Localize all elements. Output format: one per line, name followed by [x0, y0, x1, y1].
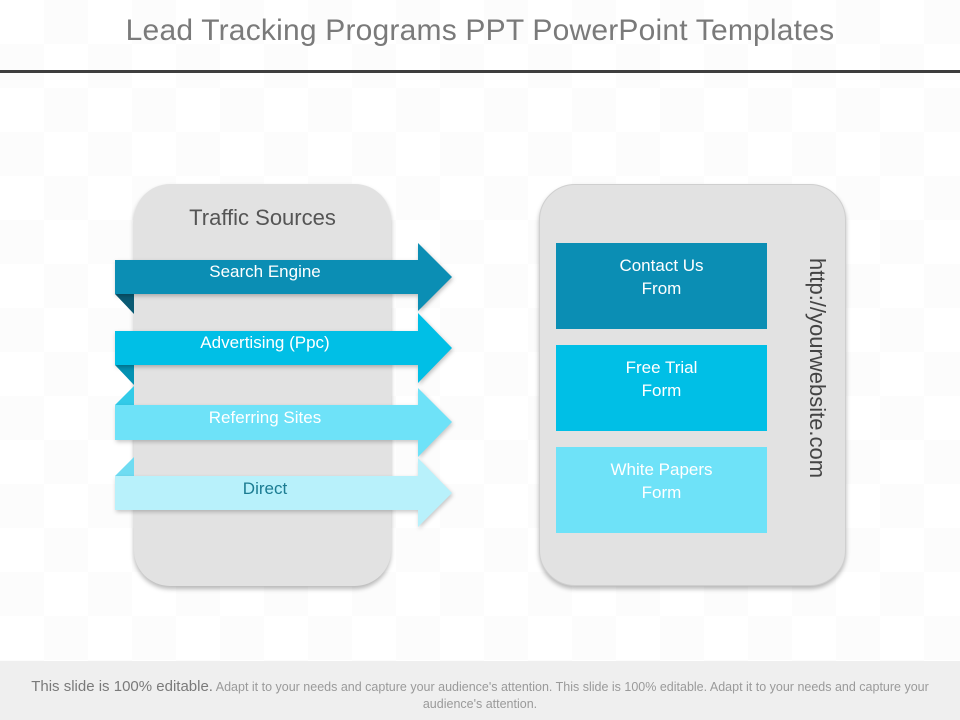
arrow-shape-icon	[115, 313, 452, 385]
form-label-line2: Form	[641, 483, 682, 502]
arrow-shape-icon	[115, 243, 452, 314]
traffic-sources-heading: Traffic Sources	[189, 205, 336, 230]
arrow-shape-icon	[115, 457, 452, 527]
arrow-referring-sites: Referring Sites	[105, 386, 465, 476]
footer-note: This slide is 100% editable. Adapt it to…	[0, 661, 960, 720]
arrow-label: Direct	[242, 479, 288, 498]
arrow-label: Advertising (Ppc)	[200, 333, 330, 352]
slide-title: Lead Tracking Programs PPT PowerPoint Te…	[125, 14, 835, 47]
arrow-label: Referring Sites	[208, 408, 322, 427]
footer-lead: This slide is 100% editable.	[31, 678, 213, 695]
arrow-advertising-ppc: Advertising (Ppc)	[105, 311, 465, 401]
form-white-papers: White Papers Form	[556, 447, 767, 533]
title-divider	[0, 70, 960, 73]
traffic-sources-panel	[134, 184, 391, 586]
arrow-direct: Direct	[105, 456, 465, 546]
arrow-search-engine: Search Engine	[105, 240, 465, 330]
footer-body: Adapt it to your needs and capture your …	[212, 680, 929, 711]
arrow-shape-icon	[115, 386, 452, 457]
form-label-line2: Form	[641, 381, 682, 400]
form-contact-us: Contact Us From	[556, 243, 767, 329]
website-url: http://yourwebsite.com	[805, 258, 830, 479]
form-free-trial: Free Trial Form	[556, 345, 767, 431]
form-label-line1: Contact Us	[619, 256, 704, 275]
form-label-line1: Free Trial	[625, 358, 698, 377]
form-label-line1: White Papers	[610, 460, 713, 479]
arrow-label: Search Engine	[209, 262, 321, 281]
form-label-line2: From	[641, 279, 682, 298]
